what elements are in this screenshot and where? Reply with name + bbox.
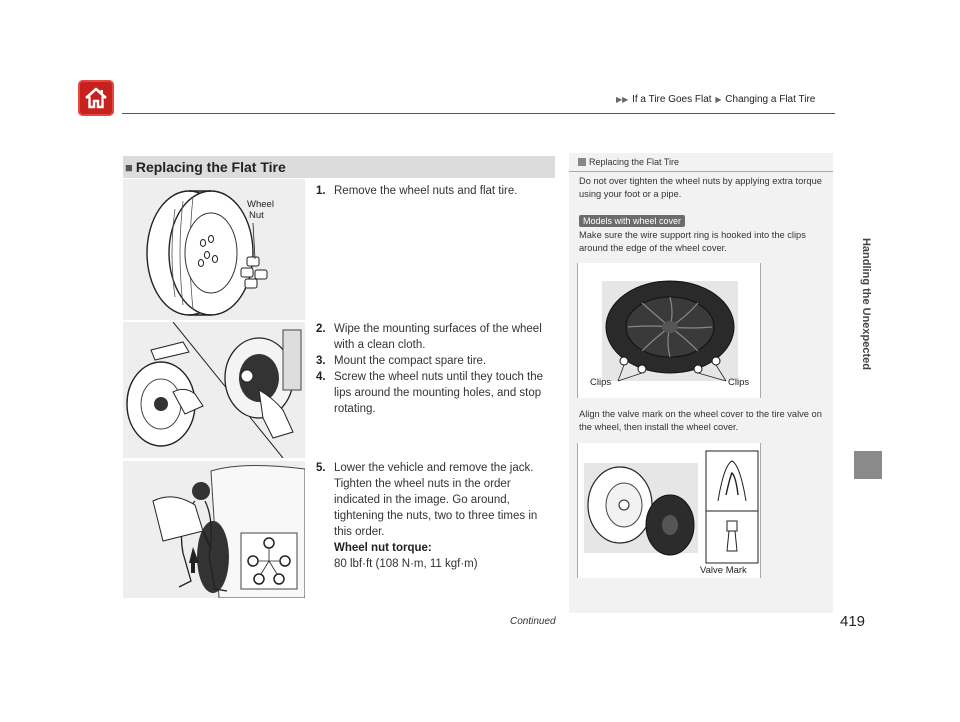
- chapter-marker: [854, 451, 882, 479]
- illustration-wheel-cover-clips: Clips Clips: [577, 263, 761, 398]
- illustration-remove-tire: Wheel Nut: [123, 179, 305, 320]
- step-number: 4.: [316, 371, 326, 383]
- model-badge: Models with wheel cover: [579, 215, 686, 227]
- step-text: Remove the wheel nuts and flat tire.: [334, 185, 518, 197]
- step-item: 3. Mount the compact spare tire.: [316, 353, 556, 369]
- steps-group-1: 1. Remove the wheel nuts and flat tire.: [316, 183, 556, 199]
- breadcrumb-item[interactable]: If a Tire Goes Flat: [632, 94, 712, 105]
- note-marker-icon: [578, 158, 586, 166]
- steps-group-2: 2. Wipe the mounting surfaces of the whe…: [316, 321, 556, 417]
- step-number: 1.: [316, 185, 326, 197]
- header-divider: [122, 113, 835, 114]
- step-number: 5.: [316, 462, 326, 474]
- breadcrumb: ▶▶ If a Tire Goes Flat ▶ Changing a Flat…: [615, 94, 815, 105]
- step-item: 1. Remove the wheel nuts and flat tire.: [316, 183, 556, 199]
- home-icon: [85, 87, 107, 109]
- step-item: 4. Screw the wheel nuts until they touch…: [316, 369, 556, 417]
- note-paragraph-3: Align the valve mark on the wheel cover …: [579, 409, 822, 432]
- step-number: 3.: [316, 355, 326, 367]
- torque-label: Wheel nut torque:: [334, 542, 432, 554]
- continued-label: Continued: [510, 616, 556, 627]
- breadcrumb-item[interactable]: Changing a Flat Tire: [725, 94, 816, 105]
- step-text: Mount the compact spare tire.: [334, 355, 487, 367]
- note-divider: [569, 171, 833, 172]
- step-text: Screw the wheel nuts until they touch th…: [334, 371, 544, 415]
- note-panel: Replacing the Flat Tire Do not over tigh…: [569, 153, 833, 613]
- clips-label-left: Clips: [590, 377, 611, 388]
- valve-mark-label: Valve Mark: [700, 565, 747, 576]
- step-item: 5. Lower the vehicle and remove the jack…: [316, 460, 556, 572]
- breadcrumb-arrow-icon: ▶▶: [616, 95, 629, 104]
- section-heading: ■ Replacing the Flat Tire: [123, 156, 555, 178]
- torque-value: 80 lbf·ft (108 N·m, 11 kgf·m): [334, 558, 478, 570]
- step-number: 2.: [316, 323, 326, 335]
- section-title: Replacing the Flat Tire: [135, 159, 286, 175]
- note-title: Replacing the Flat Tire: [578, 157, 679, 167]
- note-paragraph-2: Make sure the wire support ring is hooke…: [579, 230, 806, 253]
- chapter-tab[interactable]: Handling the Unexpected: [851, 168, 881, 458]
- page-number: 419: [840, 613, 866, 630]
- wheel-nut-label-2: Nut: [249, 210, 264, 221]
- section-square-icon: ■: [125, 159, 133, 175]
- note-title-text: Replacing the Flat Tire: [589, 157, 680, 167]
- clips-label-right: Clips: [728, 377, 749, 388]
- illustration-mount-spare: [123, 322, 305, 458]
- illustration-tighten-nuts: [123, 461, 305, 598]
- breadcrumb-arrow-icon: ▶: [715, 95, 722, 104]
- chapter-tab-label: Handling the Unexpected: [860, 237, 872, 371]
- wheel-nut-label-1: Wheel: [247, 199, 274, 210]
- illustration-valve-mark: Valve Mark: [577, 443, 761, 578]
- step-text: Lower the vehicle and remove the jack. T…: [334, 462, 538, 538]
- step-text: Wipe the mounting surfaces of the wheel …: [334, 323, 542, 351]
- step-item: 2. Wipe the mounting surfaces of the whe…: [316, 321, 556, 353]
- home-button[interactable]: [78, 80, 114, 116]
- note-paragraph-1: Do not over tighten the wheel nuts by ap…: [579, 176, 822, 199]
- steps-group-3: 5. Lower the vehicle and remove the jack…: [316, 460, 556, 572]
